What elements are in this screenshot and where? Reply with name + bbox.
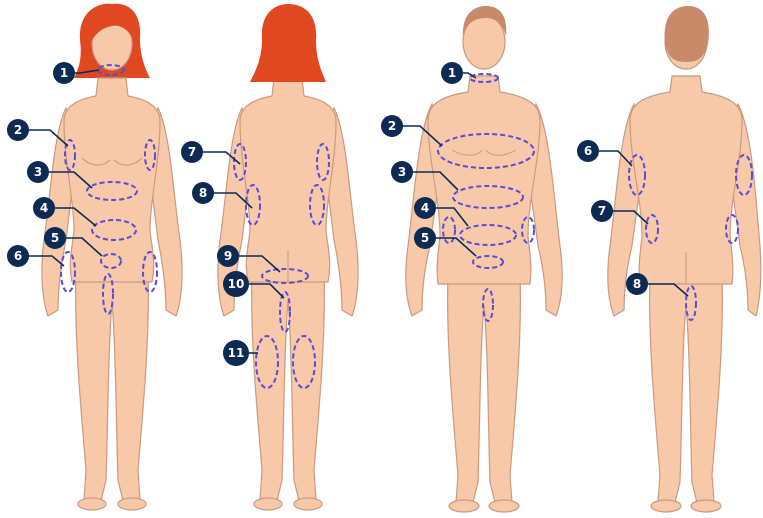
badge-man-5-label: 5 [421, 231, 429, 245]
badge-man-7-label: 7 [598, 204, 606, 218]
badge-1-label: 1 [60, 66, 68, 80]
man-back-figure: 6 7 8 [577, 6, 761, 512]
badge-man-1-label: 1 [448, 66, 456, 80]
woman-back-figure: 7 8 9 10 11 [181, 4, 358, 510]
badge-10-label: 10 [228, 277, 245, 291]
badge-man-6-label: 6 [584, 144, 592, 158]
badge-man-4-label: 4 [421, 201, 429, 215]
woman-front-figure: 1 2 3 4 5 6 [7, 4, 182, 510]
man-back-hair [665, 6, 709, 62]
badge-6-label: 6 [14, 249, 22, 263]
woman-back-hair [250, 4, 326, 82]
badge-4-label: 4 [40, 201, 48, 215]
badge-11-label: 11 [228, 346, 245, 360]
badge-7-label: 7 [188, 145, 196, 159]
badge-man-2-label: 2 [388, 119, 396, 133]
badge-2-label: 2 [14, 123, 22, 137]
badge-3-label: 3 [34, 165, 42, 179]
man-front-figure: 1 2 3 4 5 [381, 6, 562, 512]
badge-man-3-label: 3 [398, 165, 406, 179]
badge-8-label: 8 [199, 186, 207, 200]
badge-5-label: 5 [51, 231, 59, 245]
badge-man-8-label: 8 [633, 277, 641, 291]
badge-9-label: 9 [224, 249, 232, 263]
